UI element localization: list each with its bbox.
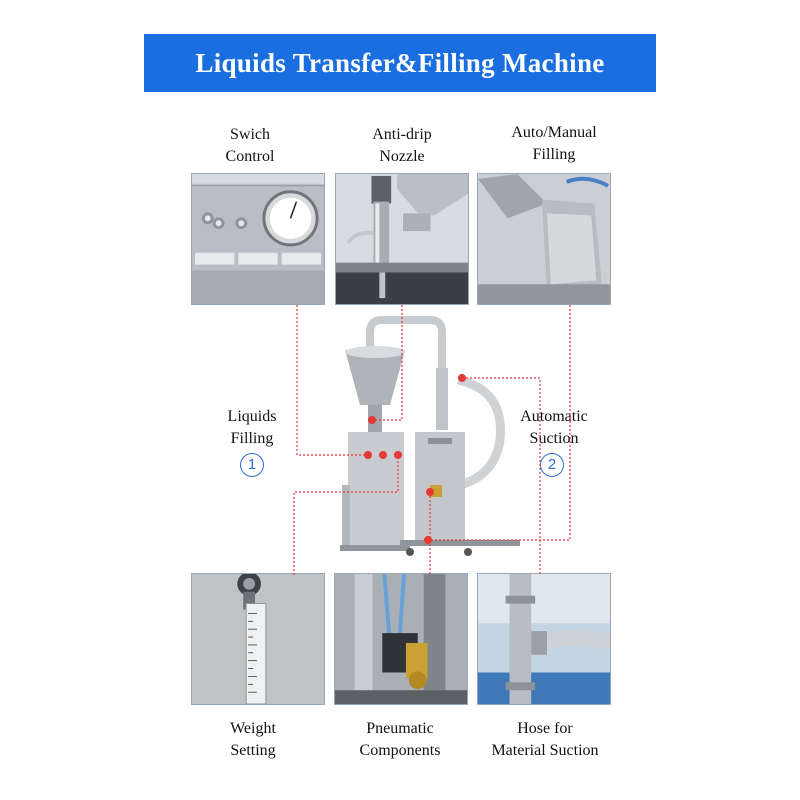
machine-illustration <box>340 316 520 556</box>
label-anti-drip-nozzle: Anti-drip Nozzle <box>372 126 432 165</box>
title-banner: Liquids Transfer&Filling Machine <box>144 34 656 92</box>
label-hose-material-suction: Hose for Material Suction <box>491 720 599 759</box>
page-title: Liquids Transfer&Filling Machine <box>195 47 605 78</box>
photo-weight-setting-scale <box>191 573 325 705</box>
photo-foot-pedal <box>477 173 611 305</box>
label-auto-manual-filling: Auto/Manual Filling <box>511 124 597 163</box>
photo-hose-material-suction <box>477 573 611 705</box>
label-weight-setting: Weight Setting <box>230 720 276 759</box>
numbered-circle-icon: 2 <box>540 453 564 477</box>
label-liquids-filling: Liquids Filling <box>227 408 277 447</box>
label-pneumatic-components: Pneumatic Components <box>359 720 441 759</box>
numbered-circle-icon: 1 <box>240 453 264 477</box>
photo-switch-control-panel <box>191 173 325 305</box>
label-switch-control: Swich Control <box>225 126 275 165</box>
photo-pneumatic-components <box>334 573 468 705</box>
photo-anti-drip-nozzle <box>335 173 469 305</box>
